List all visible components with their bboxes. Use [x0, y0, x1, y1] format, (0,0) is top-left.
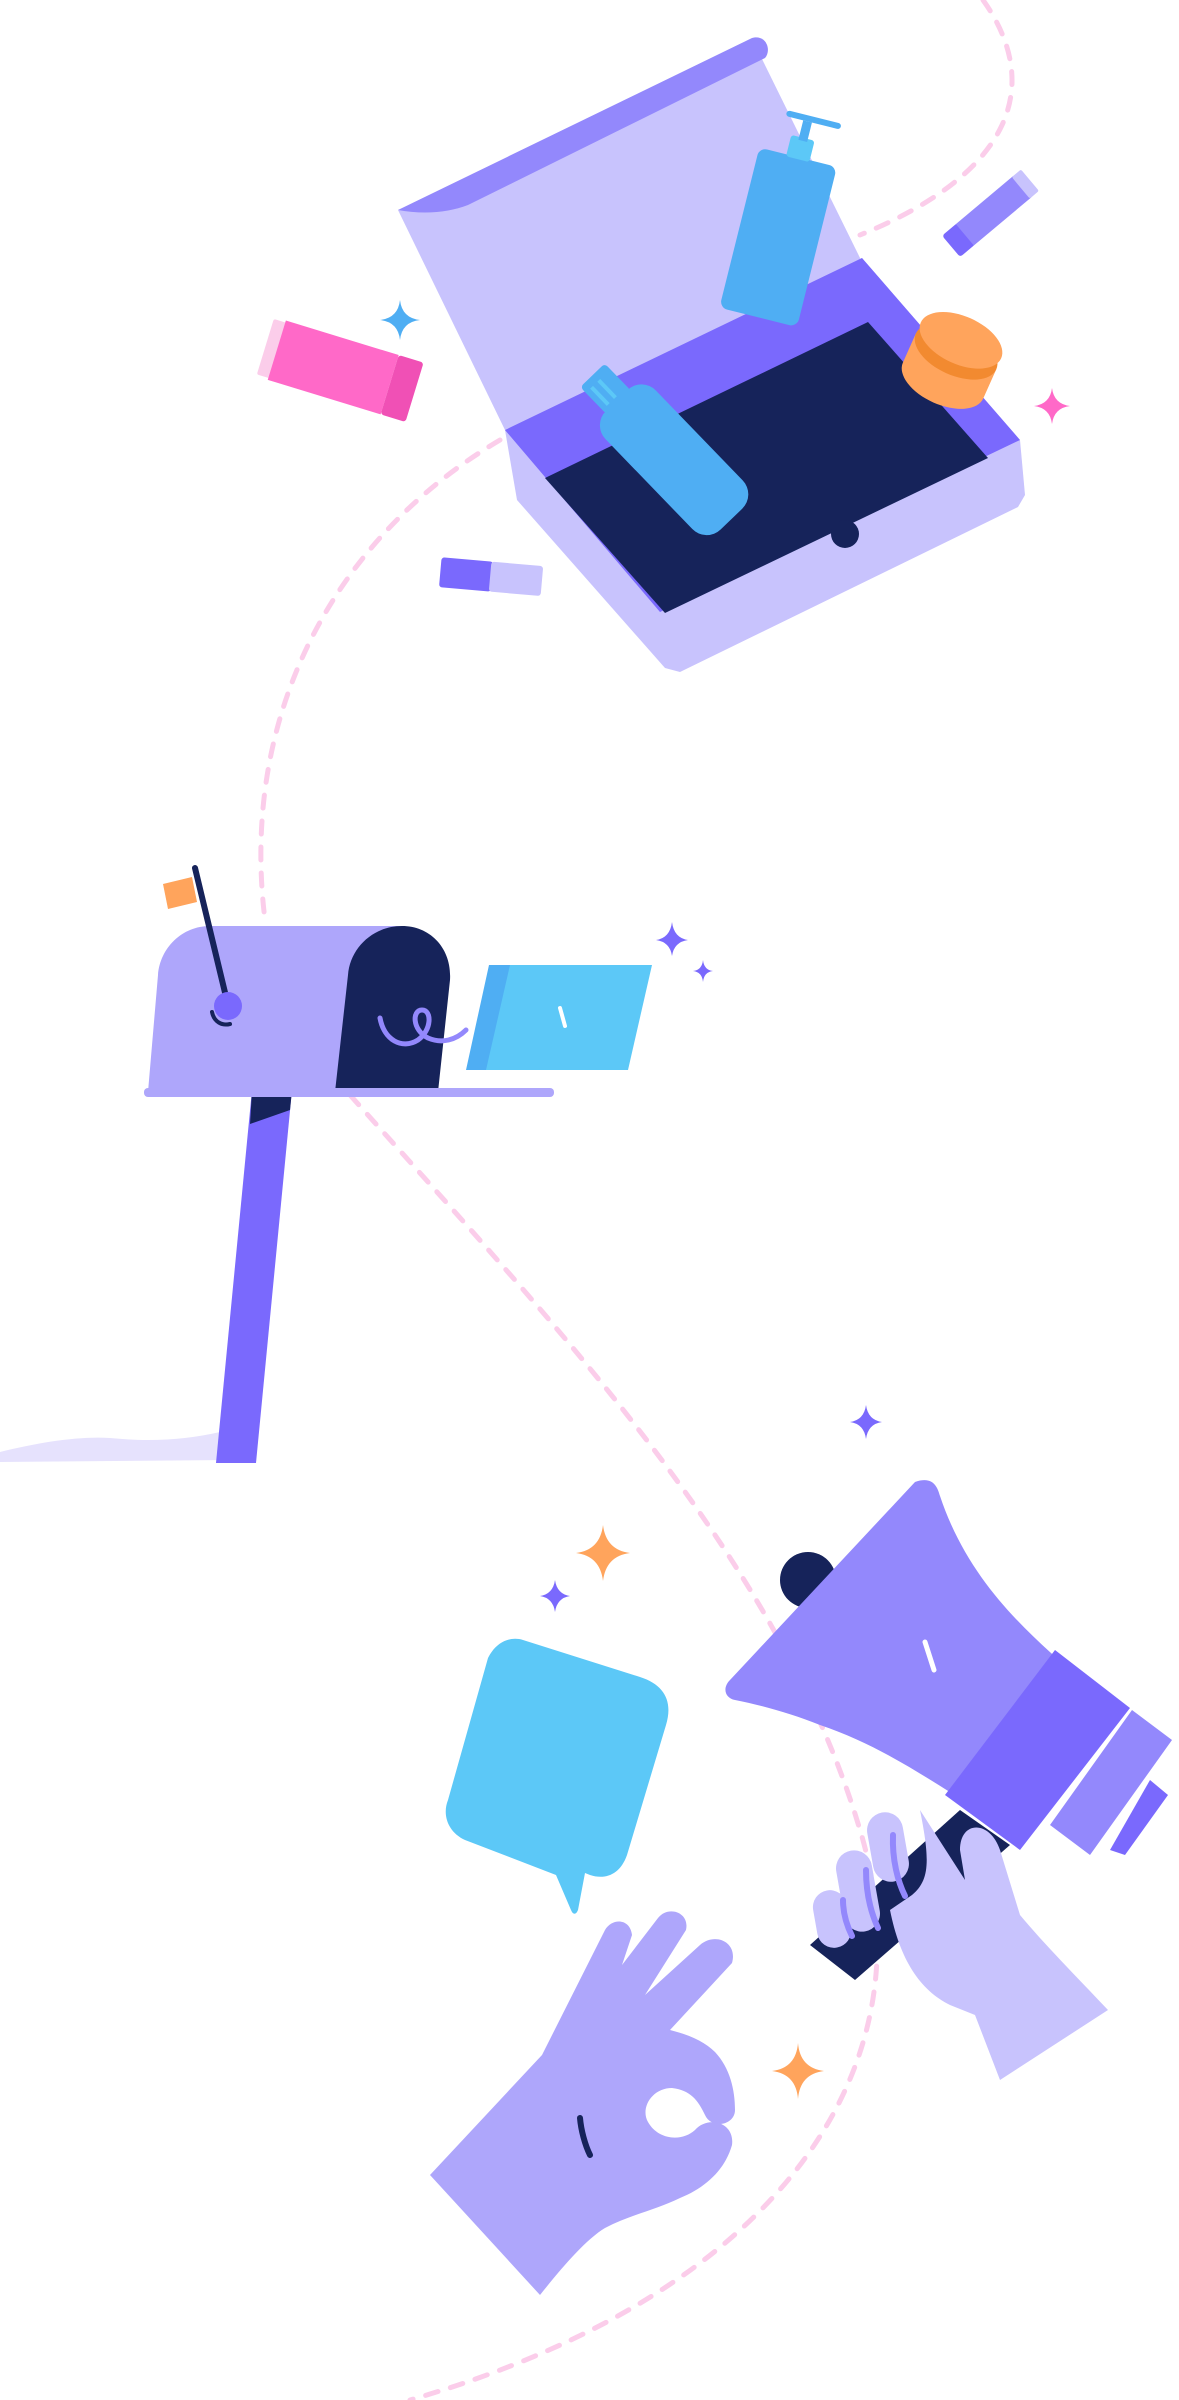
sparkle-icon: [693, 960, 713, 982]
lipstick-body: [267, 320, 399, 415]
envelope-body: [486, 965, 652, 1070]
sparkle-icon: [772, 2043, 824, 2099]
box-lid-top-edge: [398, 37, 768, 213]
mailbox: [0, 865, 554, 1463]
hand-finger-line: [863, 1867, 881, 1931]
small-tube-body: [489, 561, 543, 596]
pump-bottle-nozzle: [786, 110, 841, 129]
megaphone-mouth: [1050, 1710, 1172, 1855]
pump-bottle-body: [721, 149, 836, 326]
box-hole: [831, 520, 859, 548]
cream-jar-lid: [919, 312, 1003, 369]
mascara-tip: [1012, 170, 1039, 198]
ok-hand-shape: [430, 1911, 735, 2295]
spray-bottle-body: [599, 384, 749, 536]
mailbox-flag-hook: [210, 1010, 232, 1027]
megaphone-grip: [810, 1810, 1010, 1980]
hand-finger-line: [889, 1832, 908, 1899]
hand-knuckle: [867, 1812, 909, 1882]
megaphone-highlight: [922, 1639, 937, 1673]
mailbox-door: [335, 926, 451, 1092]
mailbox-body: [148, 926, 402, 1092]
mascara-cap: [943, 224, 975, 256]
pump-bottle-neck: [786, 135, 814, 162]
mailbox-ground: [0, 1432, 230, 1462]
mascara-body: [955, 175, 1032, 246]
lipstick-tip: [257, 319, 287, 379]
ok-hand: [430, 1911, 735, 2295]
hand-palm: [890, 1810, 1108, 2080]
megaphone-cone: [725, 1480, 1070, 1808]
sparkle-icon: [656, 922, 688, 956]
spray-bottle-cap-line: [597, 378, 617, 399]
megaphone: [725, 1480, 1172, 1855]
pump-bottle-stem: [798, 120, 812, 142]
cream-jar: [901, 312, 1003, 409]
letter-envelope: [466, 965, 652, 1070]
megaphone-handle-end: [1110, 1780, 1168, 1855]
dashed-path: [258, 0, 1015, 2400]
speech-bubble: [445, 1638, 669, 1914]
sparkle-icon: [380, 300, 420, 340]
box-inside: [545, 322, 988, 613]
sparkle-icon: [850, 1405, 882, 1439]
hand-finger-line: [840, 1897, 855, 1939]
open-box: [398, 37, 1025, 672]
small-tube: [439, 557, 543, 596]
mailbox-post: [216, 1090, 292, 1463]
mascara-tube: [943, 170, 1039, 256]
sparkle-icon: [1034, 388, 1070, 424]
envelope-highlight: [558, 1006, 567, 1028]
spray-bottle-cap-line: [590, 385, 610, 406]
mailbox-base-shelf: [144, 1088, 554, 1097]
lipstick-base: [381, 355, 423, 422]
mailbox-flag-pole: [192, 865, 231, 1008]
mailbox-flag: [163, 877, 197, 909]
lipstick: [257, 319, 423, 422]
pump-bottle: [721, 110, 841, 326]
spray-bottle: [581, 365, 749, 536]
mailbox-post-shadow: [250, 1090, 292, 1124]
small-tube-cap: [439, 557, 494, 592]
mailbox-door-squiggle: [377, 1007, 469, 1047]
ok-hand-finger-line: [577, 2115, 593, 2158]
hand-holding-megaphone: [810, 1810, 1108, 2080]
mailbox-flag-knob: [214, 992, 242, 1020]
sparkle-icon: [540, 1580, 570, 1612]
box-lid: [398, 55, 862, 430]
megaphone-band: [945, 1650, 1130, 1850]
sparkle-icon: [576, 1525, 630, 1581]
